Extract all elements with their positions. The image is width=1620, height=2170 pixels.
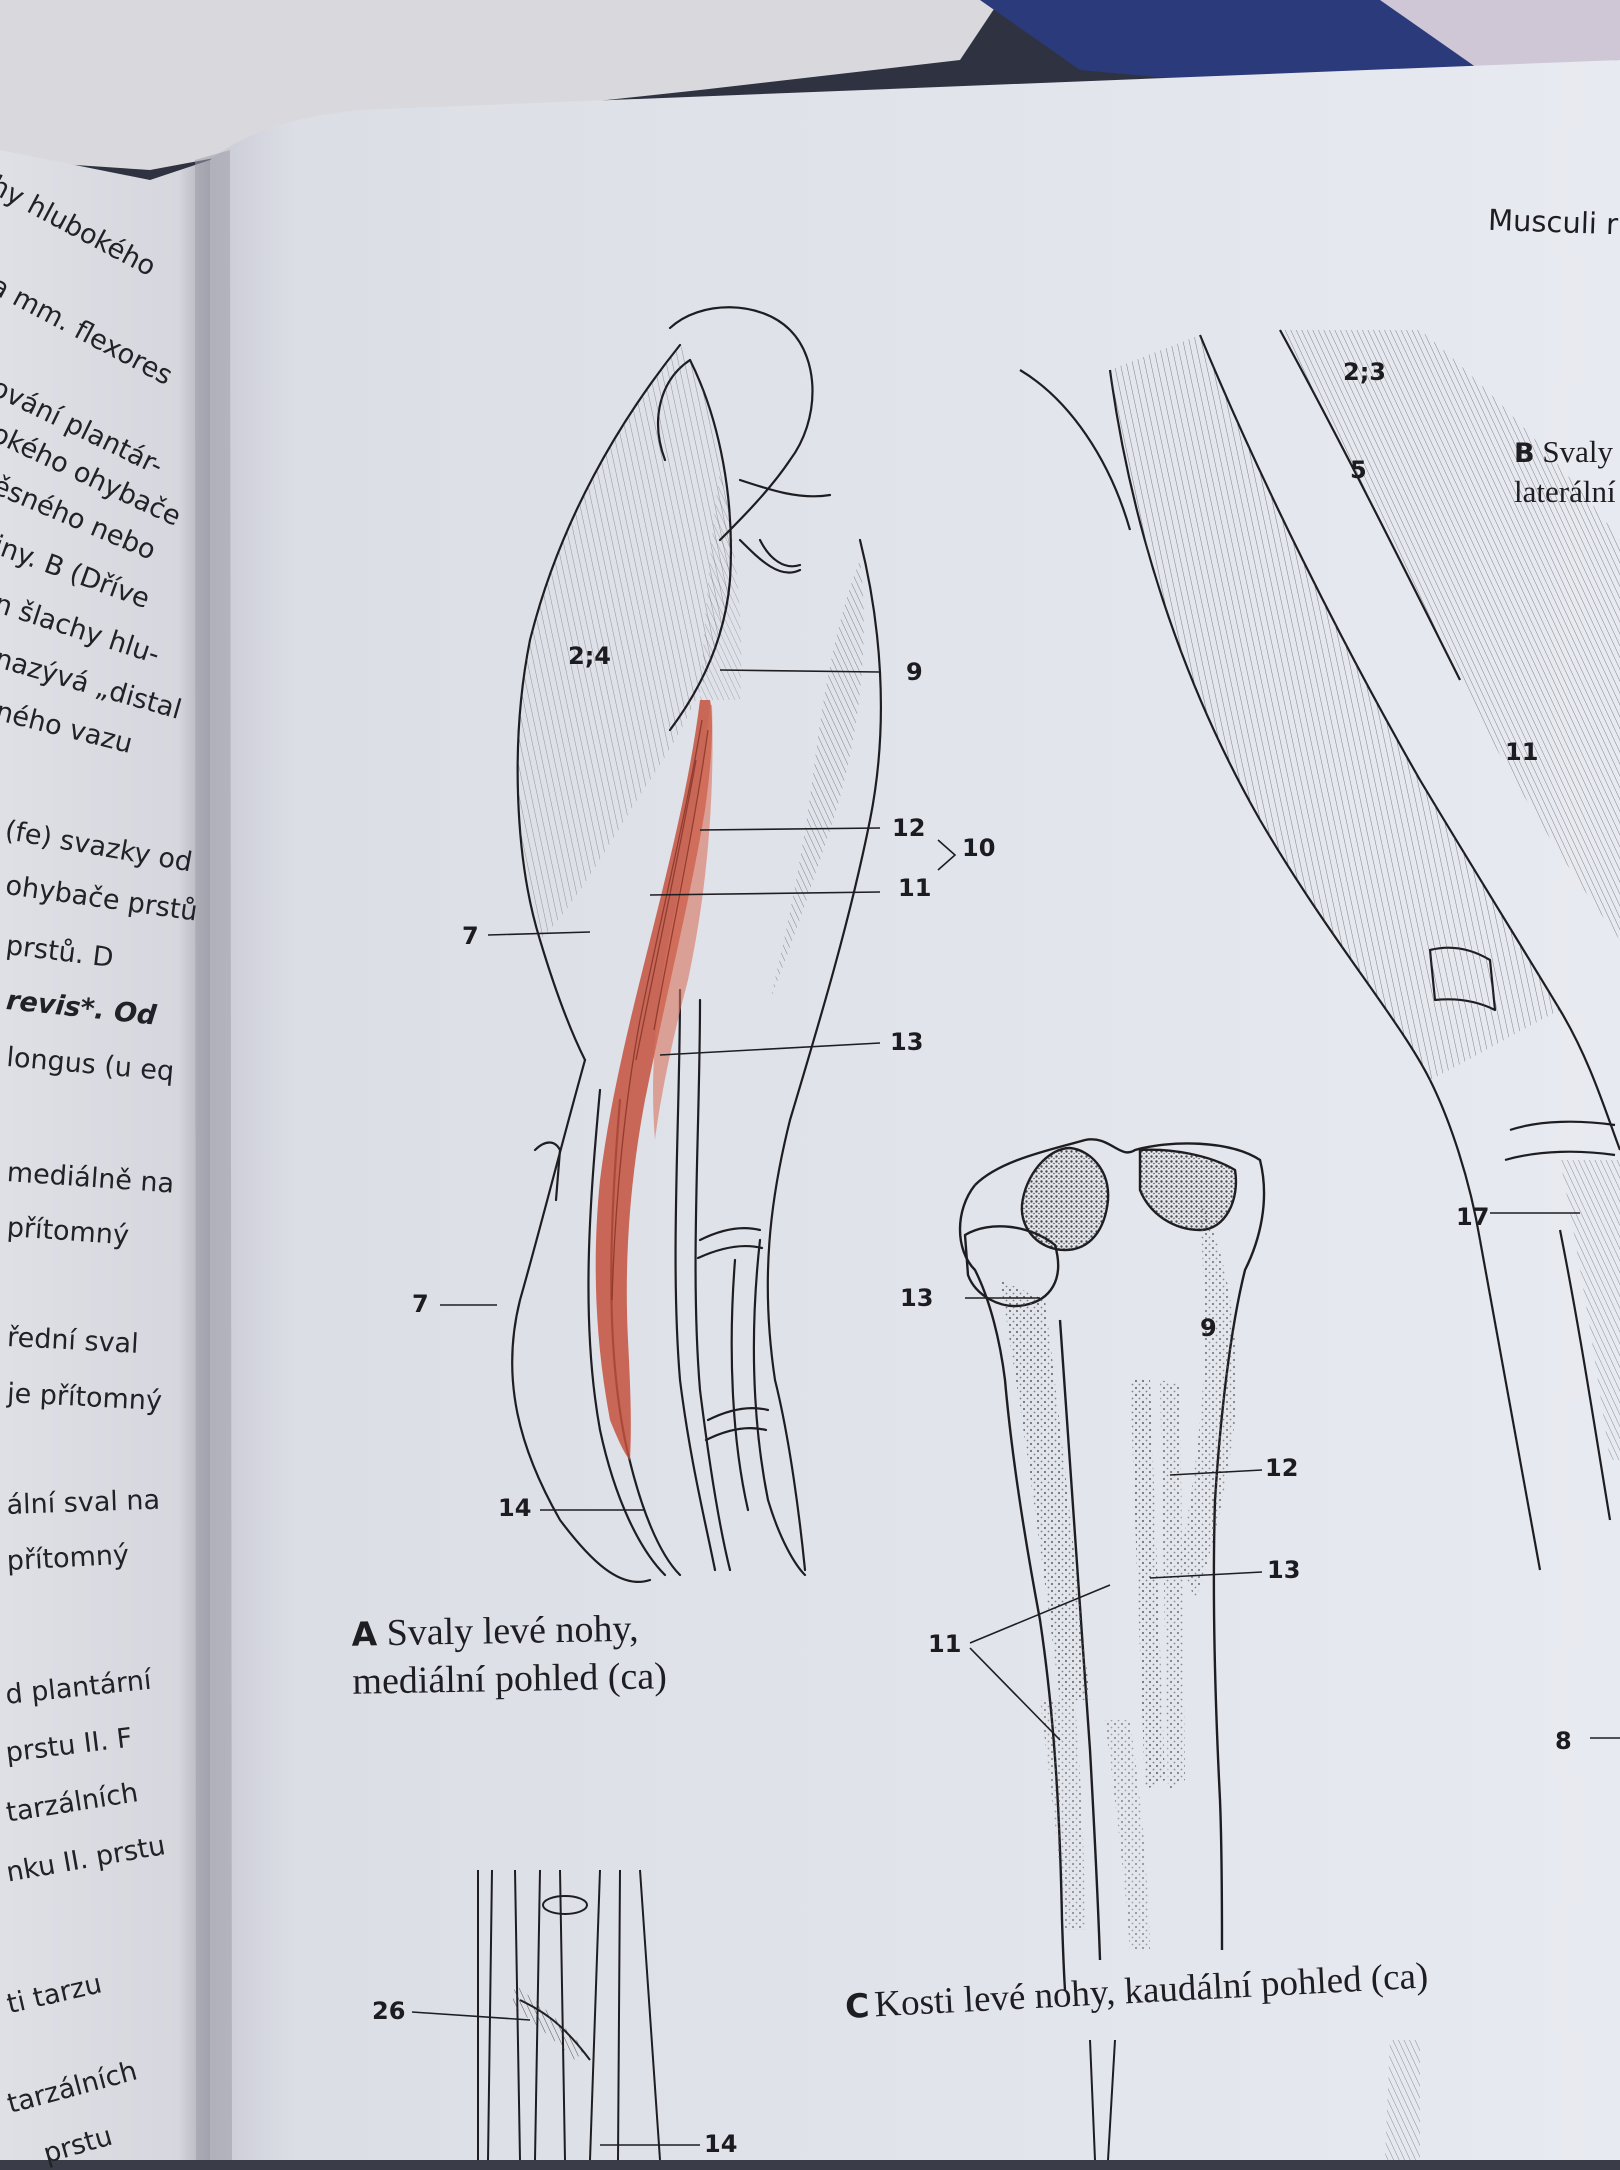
label-11: 11 — [1505, 738, 1539, 766]
label-9: 9 — [906, 658, 923, 686]
label-2-3: 2;3 — [1343, 358, 1386, 386]
label-7-upper: 7 — [462, 922, 479, 950]
label-5: 5 — [1350, 456, 1367, 484]
label-11: 11 — [928, 1630, 962, 1658]
label-14: 14 — [704, 2130, 738, 2158]
label-9: 9 — [1200, 1314, 1217, 1342]
label-26: 26 — [372, 1997, 406, 2025]
label-12: 12 — [1265, 1454, 1299, 1482]
figure-a-caption: A Svaly levé nohy, mediální pohled (ca) — [351, 1605, 667, 1705]
left-line: přítomný — [6, 1539, 130, 1577]
caption-letter: B — [1514, 438, 1535, 469]
figure-b-caption: B Svaly laterální — [1514, 432, 1616, 513]
caption-letter: C — [844, 1985, 871, 2026]
label-13: 13 — [900, 1284, 934, 1312]
label-8: 8 — [1555, 1727, 1572, 1755]
label-14: 14 — [498, 1494, 532, 1522]
label-10: 10 — [962, 834, 996, 862]
label-17: 17 — [1456, 1203, 1490, 1231]
label-12: 12 — [892, 814, 926, 842]
caption-letter: A — [351, 1614, 378, 1654]
left-line: ální sval na — [6, 1484, 161, 1521]
running-header: Musculi r — [1487, 202, 1619, 242]
label-13: 13 — [890, 1028, 924, 1056]
caption-text: mediální pohled (ca) — [352, 1654, 668, 1703]
label-11: 11 — [898, 874, 932, 902]
caption-text: laterální — [1514, 474, 1616, 510]
label-2-4: 2;4 — [568, 642, 611, 670]
caption-text: Svaly — [1542, 434, 1613, 469]
label-7-lower: 7 — [412, 1290, 429, 1318]
label-13: 13 — [1267, 1556, 1301, 1584]
caption-text: Svaly levé nohy, — [386, 1607, 639, 1655]
